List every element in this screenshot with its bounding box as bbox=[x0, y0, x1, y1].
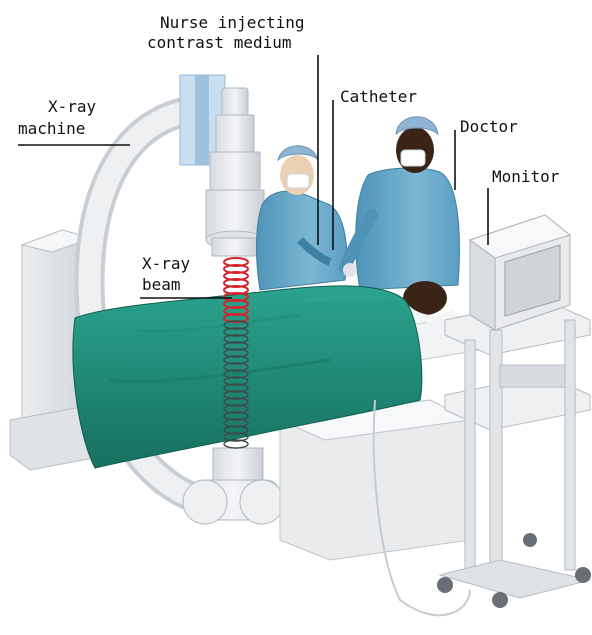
label-xray-beam-line1: X-ray bbox=[142, 255, 190, 273]
label-nurse-line2: contrast medium bbox=[147, 34, 292, 52]
label-doctor: Doctor bbox=[460, 118, 518, 136]
label-nurse-line1: Nurse injecting bbox=[160, 14, 305, 32]
label-xray-machine-line1: X-ray bbox=[48, 98, 96, 116]
label-catheter: Catheter bbox=[340, 88, 417, 106]
label-xray-beam-line2: beam bbox=[142, 276, 181, 294]
label-xray-machine-line2: machine bbox=[18, 120, 85, 138]
doctor-figure bbox=[343, 117, 459, 290]
label-monitor: Monitor bbox=[492, 168, 559, 186]
